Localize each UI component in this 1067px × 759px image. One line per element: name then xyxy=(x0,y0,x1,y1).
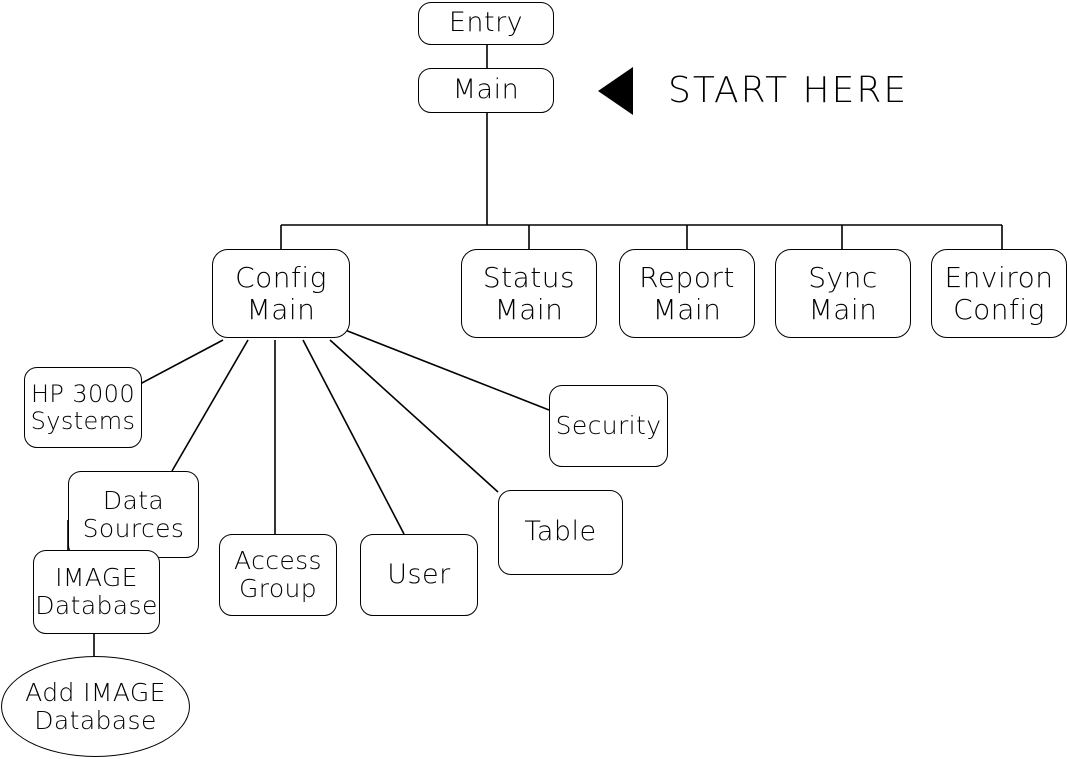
node-add-image-database-line2: Database xyxy=(34,705,157,735)
node-report-main[interactable]: Report Main xyxy=(619,249,755,338)
node-status-main-line2: Main xyxy=(494,292,564,326)
node-environ-config[interactable]: Environ Config xyxy=(931,249,1067,338)
node-hp3000-systems[interactable]: HP 3000 Systems xyxy=(24,367,142,448)
node-access-group-line1: Access xyxy=(234,546,322,575)
node-data-sources[interactable]: Data Sources xyxy=(68,471,199,558)
node-main-label: Main xyxy=(452,74,520,106)
node-image-database-line2: Database xyxy=(35,591,158,620)
start-arrow-icon xyxy=(598,67,633,115)
node-status-main[interactable]: Status Main xyxy=(461,249,597,338)
node-image-database-line1: IMAGE xyxy=(55,563,138,592)
node-user[interactable]: User xyxy=(360,534,478,616)
start-here-label: START HERE xyxy=(668,70,909,111)
node-data-sources-line2: Sources xyxy=(82,513,185,543)
node-entry[interactable]: Entry xyxy=(418,2,554,45)
connector-config-user xyxy=(302,339,405,535)
node-report-main-line2: Main xyxy=(652,292,722,326)
node-config-main-line1: Config xyxy=(235,261,327,295)
node-sync-main-line1: Sync xyxy=(808,261,878,295)
node-table[interactable]: Table xyxy=(498,490,623,575)
connector-config-hp3000 xyxy=(139,339,224,385)
node-config-main[interactable]: Config Main xyxy=(212,249,350,338)
node-main[interactable]: Main xyxy=(418,68,554,113)
node-data-sources-line1: Data xyxy=(102,485,165,515)
node-image-database[interactable]: IMAGE Database xyxy=(33,550,160,634)
node-config-main-line2: Main xyxy=(246,292,316,326)
node-user-label: User xyxy=(387,558,451,590)
node-report-main-line1: Report xyxy=(639,261,735,295)
node-entry-label: Entry xyxy=(448,7,524,39)
node-add-image-database[interactable]: Add IMAGE Database xyxy=(1,656,190,757)
node-security[interactable]: Security xyxy=(549,385,668,467)
node-environ-config-line2: Config xyxy=(953,292,1045,326)
node-sync-main-line2: Main xyxy=(808,292,878,326)
node-status-main-line1: Status xyxy=(482,261,576,295)
node-add-image-database-line1: Add IMAGE xyxy=(25,677,166,707)
node-access-group[interactable]: Access Group xyxy=(219,534,337,616)
connector-config-security xyxy=(344,329,550,411)
node-sync-main[interactable]: Sync Main xyxy=(775,249,911,338)
node-environ-config-line1: Environ xyxy=(944,261,1054,295)
connector-config-datasources xyxy=(171,339,249,472)
node-security-label: Security xyxy=(555,411,662,440)
node-access-group-line2: Group xyxy=(238,574,318,603)
node-table-label: Table xyxy=(524,516,597,548)
connector-config-table xyxy=(329,339,499,493)
node-hp3000-systems-line1: HP 3000 xyxy=(30,379,136,408)
node-hp3000-systems-line2: Systems xyxy=(30,406,136,435)
